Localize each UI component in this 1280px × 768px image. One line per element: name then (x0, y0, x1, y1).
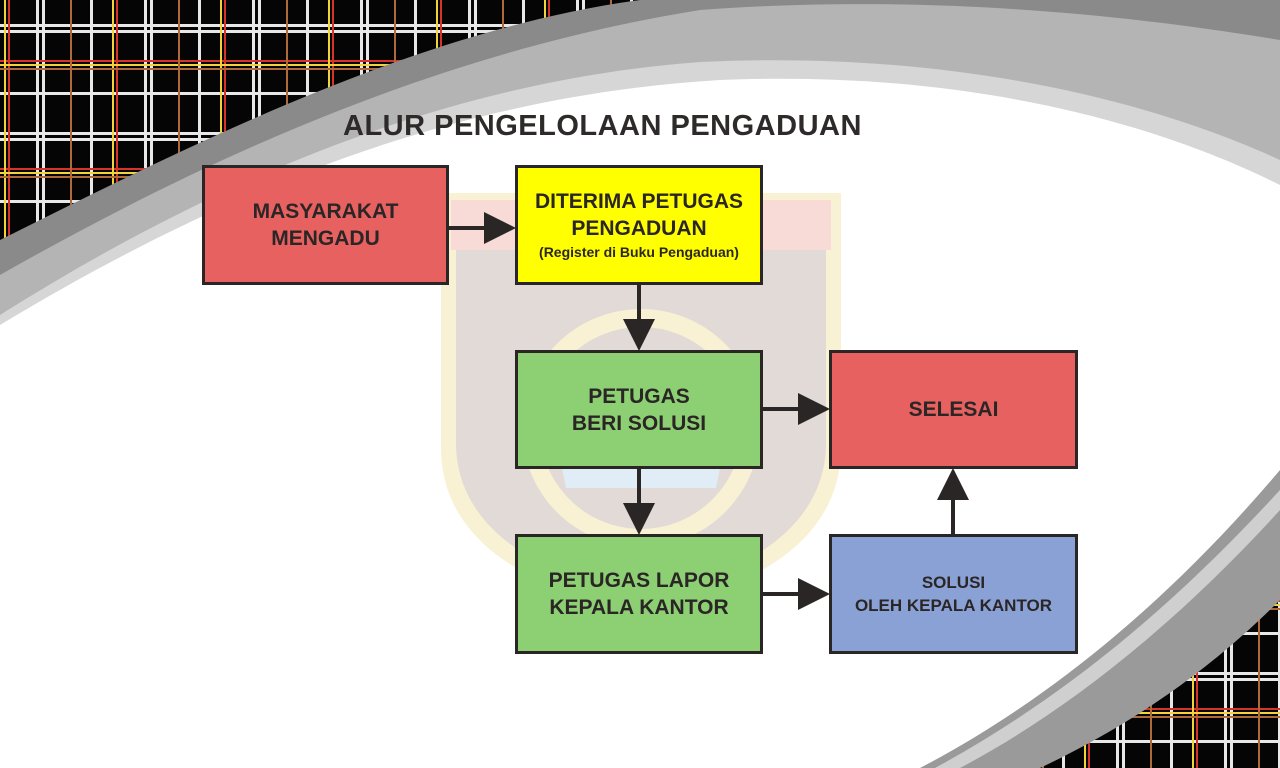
node-solusi-kepala-kantor: SOLUSI OLEH KEPALA KANTOR (829, 534, 1078, 654)
node-text: MENGADU (271, 227, 380, 250)
node-masyarakat-mengadu: MASYARAKAT MENGADU (202, 165, 449, 285)
node-text: BERI SOLUSI (571, 411, 707, 435)
node-diterima-petugas: DITERIMA PETUGAS PENGADUAN (Register di … (515, 165, 763, 285)
node-selesai: SELESAI (829, 350, 1078, 469)
node-text: PETUGAS LAPOR (548, 569, 730, 592)
node-text: DITERIMA PETUGAS (534, 190, 744, 213)
node-text: SELESAI (908, 398, 999, 421)
node-text: OLEH KEPALA KANTOR (854, 596, 1053, 615)
node-text: KEPALA KANTOR (549, 596, 729, 619)
node-subtext: (Register di Buku Pengaduan) (539, 244, 739, 260)
node-text: MASYARAKAT (252, 200, 399, 223)
node-text: PETUGAS (588, 384, 690, 408)
node-petugas-lapor: PETUGAS LAPOR KEPALA KANTOR (515, 534, 763, 654)
page-title: ALUR PENGELOLAAN PENGADUAN (343, 110, 862, 142)
node-text: PENGADUAN (571, 217, 707, 240)
node-text: SOLUSI (921, 573, 986, 592)
node-petugas-beri-solusi: PETUGAS BERI SOLUSI (515, 350, 763, 469)
